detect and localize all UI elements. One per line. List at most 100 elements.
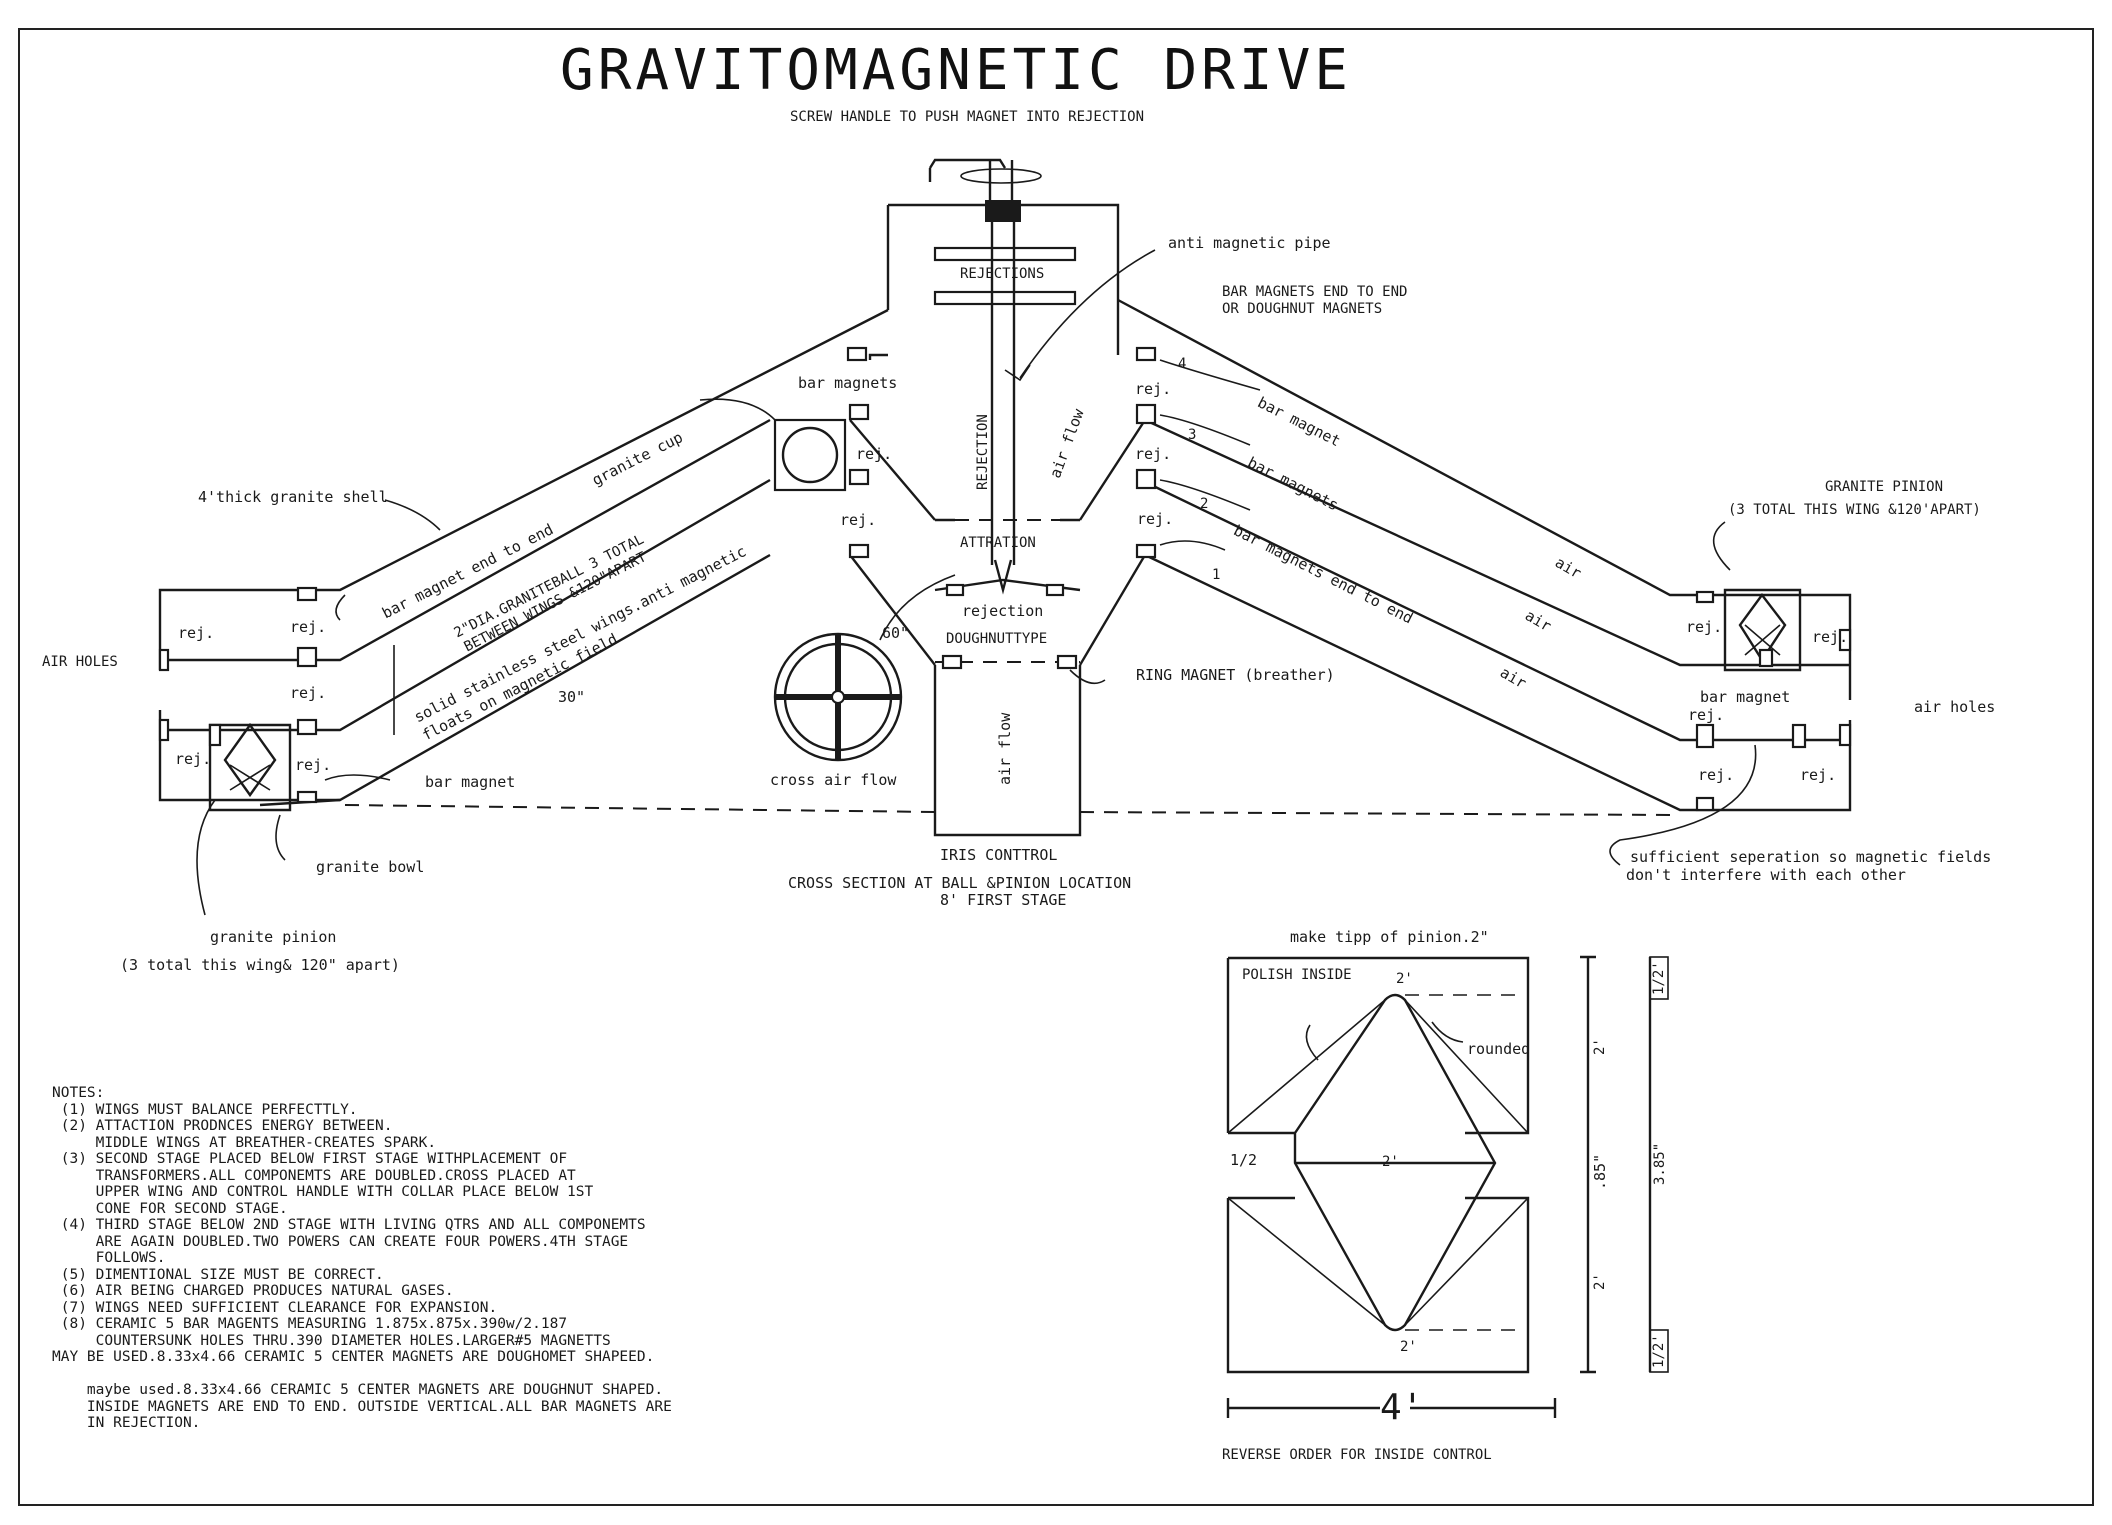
granite-pinion-right-sub-label: (3 TOTAL THIS WING &120'APART) xyxy=(1728,502,1981,518)
rej-label: rej. xyxy=(840,511,877,529)
notes-heading: NOTES: xyxy=(52,1085,105,1101)
bar-magnets-end-to-end-label: BAR MAGNETS END TO END xyxy=(1222,284,1408,300)
note-line: (2) ATTACTION PRODNCES ENERGY BETWEEN. xyxy=(52,1118,393,1134)
dim-2-upper-side: 2' xyxy=(1592,1038,1608,1055)
rej-label: rej. xyxy=(290,618,327,636)
reverse-order-label: REVERSE ORDER FOR INSIDE CONTROL xyxy=(1222,1447,1492,1463)
rej-label: rej. xyxy=(295,756,332,774)
separation-sub-label: don't interfere with each other xyxy=(1626,866,1906,884)
magnet-number-3: 3 xyxy=(1188,427,1197,443)
magnet-number-1: 1 xyxy=(1212,567,1221,583)
drawing-border xyxy=(18,28,2094,1506)
subtitle: SCREW HANDLE TO PUSH MAGNET INTO REJECTI… xyxy=(790,109,1145,125)
dim-half-bottom: 1/2' xyxy=(1651,1334,1667,1368)
magnet-number-4: 4 xyxy=(1178,356,1187,372)
rej-label: rej. xyxy=(1135,445,1172,463)
note-line: FOLLOWS. xyxy=(52,1250,166,1266)
note-line: TRANSFORMERS.ALL COMPONEMTS ARE DOUBLED.… xyxy=(52,1167,576,1184)
note-line: COUNTERSUNK HOLES THRU.390 DIAMETER HOLE… xyxy=(52,1332,611,1349)
separation-label: sufficient seperation so magnetic fields xyxy=(1630,848,1992,866)
note-line: (4) THIRD STAGE BELOW 2ND STAGE WITH LIV… xyxy=(52,1217,646,1233)
rej-label: rej. xyxy=(1686,618,1723,636)
rej-label: rej. xyxy=(1812,628,1849,646)
dim-half-top: 1/2' xyxy=(1651,961,1667,995)
rejection-lower-label: rejection xyxy=(962,602,1044,620)
note-line: (8) CERAMIC 5 BAR MAGENTS MEASURING 1.87… xyxy=(52,1316,568,1332)
doughnut-type-label: DOUGHNUTTYPE xyxy=(946,631,1048,647)
pinion-detail-title: make tipp of pinion.2" xyxy=(1290,928,1489,946)
right-wing-shell xyxy=(1078,298,1852,812)
dim-30-label: 30" xyxy=(558,688,586,706)
attration-label: ATTRATION xyxy=(960,535,1036,551)
center-funnel xyxy=(933,518,1082,837)
central-chamber xyxy=(886,203,1120,595)
dim-085: .85" xyxy=(1591,1153,1609,1190)
granite-pinion-left-label: granite pinion xyxy=(210,928,337,946)
dim-2-bottom: 2' xyxy=(1400,1339,1417,1355)
polish-inside-label: POLISH INSIDE xyxy=(1242,967,1352,983)
air-flow-lower-label: air flow xyxy=(996,712,1014,785)
air-holes-right-label: air holes xyxy=(1914,698,1996,716)
doughnut-magnets-label: OR DOUGHNUT MAGNETS xyxy=(1222,301,1383,317)
page-title: GRAVITOMAGNETIC DRIVE xyxy=(560,38,1353,103)
note-line: ​ xyxy=(52,1366,672,1383)
granite-pinion-right-label: GRANITE PINION xyxy=(1825,479,1944,495)
note-line: MIDDLE WINGS AT BREATHER-CREATES SPARK. xyxy=(52,1134,437,1151)
bar-magnets xyxy=(158,346,1852,812)
rounded-label: rounded xyxy=(1467,1040,1531,1058)
note-line: INSIDE MAGNETS ARE END TO END. OUTSIDE V… xyxy=(52,1398,672,1415)
ring-magnet-label: RING MAGNET (breather) xyxy=(1136,666,1335,684)
first-stage-label: 8' FIRST STAGE xyxy=(940,891,1067,909)
note-line: (5) DIMENTIONAL SIZE MUST BE CORRECT. xyxy=(52,1266,384,1283)
dim-2-lower-side: 2' xyxy=(1592,1273,1608,1290)
granite-bowl-label: granite bowl xyxy=(316,858,425,876)
note-line: UPPER WING AND CONTROL HANDLE WITH COLLA… xyxy=(52,1184,594,1200)
magnet-number-2: 2 xyxy=(1200,496,1209,512)
granite-shell-label: 4'thick granite shell xyxy=(198,488,388,506)
rejection-vertical-label: REJECTION xyxy=(975,414,991,490)
cross-air-flow-symbol xyxy=(773,632,903,762)
bar-magnet-right-small-label: bar magnet xyxy=(1700,688,1791,706)
dim-4: 4' xyxy=(1380,1387,1424,1428)
pinion-detail-drawing xyxy=(1226,955,1669,1418)
dim-2-mid: 2' xyxy=(1382,1154,1399,1170)
granite-pinion-left-sub-label: (3 total this wing& 120" apart) xyxy=(120,956,400,974)
dim-60-label: 60" xyxy=(882,624,910,642)
notes-block: NOTES: (1) WINGS MUST BALANCE PERFECTTLY… xyxy=(52,1085,672,1432)
iris-control-label: IRIS CONTTROL xyxy=(940,846,1058,864)
leader-arrows xyxy=(196,249,1757,916)
granite-pinion-left xyxy=(208,722,292,812)
note-line: (3) SECOND STAGE PLACED BELOW FIRST STAG… xyxy=(52,1151,568,1167)
note-line: (6) AIR BEING CHARGED PRODUCES NATURAL G… xyxy=(52,1283,454,1299)
note-line: (7) WINGS NEED SUFFICIENT CLEARANCE FOR … xyxy=(52,1299,498,1316)
cross-section-label: CROSS SECTION AT BALL &PINION LOCATION xyxy=(788,874,1132,892)
rej-label: rej. xyxy=(175,750,212,768)
bar-magnets-top-label: bar magnets xyxy=(798,374,898,392)
note-line: MAY BE USED.8.33x4.66 CERAMIC 5 CENTER M… xyxy=(52,1349,655,1365)
note-line: IN REJECTION. xyxy=(52,1415,201,1431)
screw-handle xyxy=(928,158,1042,222)
dim-385: 3.85" xyxy=(1652,1142,1668,1185)
note-line: (1) WINGS MUST BALANCE PERFECTTLY. xyxy=(52,1101,358,1118)
rej-label: rej. xyxy=(1800,766,1837,784)
rej-label: rej. xyxy=(1688,706,1725,724)
anti-magnetic-pipe-label: anti magnetic pipe xyxy=(1168,234,1331,252)
rejections-label: REJECTIONS xyxy=(960,266,1045,282)
ground-dashed-line xyxy=(344,804,1671,816)
rej-label: rej. xyxy=(178,624,215,642)
bar-magnet-left-label: bar magnet xyxy=(425,773,516,791)
dim-2-top: 2' xyxy=(1396,971,1413,987)
granite-ball xyxy=(773,418,847,492)
rej-label: rej. xyxy=(1137,510,1174,528)
note-line: ARE AGAIN DOUBLED.TWO POWERS CAN CREATE … xyxy=(52,1233,629,1250)
rej-label: rej. xyxy=(856,445,893,463)
rej-label: rej. xyxy=(1698,766,1735,784)
dim-half-left: 1/2 xyxy=(1230,1151,1258,1169)
cross-air-flow-label: cross air flow xyxy=(770,771,897,789)
rej-label: rej. xyxy=(290,684,327,702)
air-holes-left-label: AIR HOLES xyxy=(42,654,118,670)
rej-label: rej. xyxy=(1135,380,1172,398)
note-line: CONE FOR SECOND STAGE. xyxy=(52,1200,288,1217)
note-line: maybe used.8.33x4.66 CERAMIC 5 CENTER MA… xyxy=(52,1382,664,1398)
